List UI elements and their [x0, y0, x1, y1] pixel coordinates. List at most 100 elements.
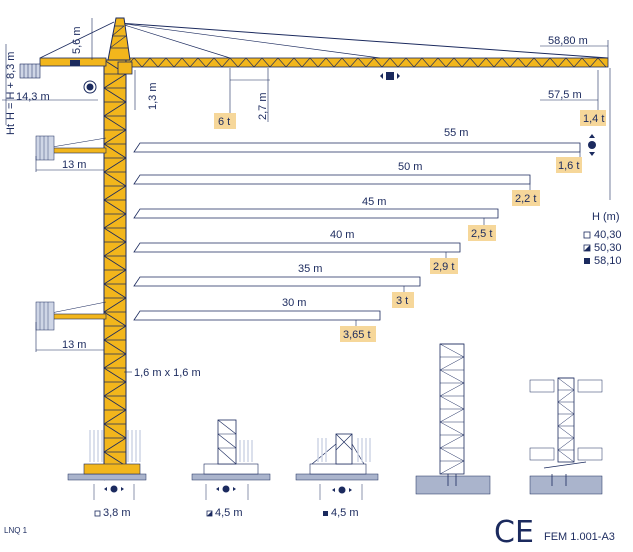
hook-height-prefix: Ht [5, 124, 17, 135]
lattice-member [245, 57, 255, 68]
lattice-member [181, 57, 191, 68]
jib-55-load: 1,6 t [558, 160, 579, 172]
lattice-member [205, 57, 215, 68]
jib-variant-30 [133, 310, 381, 328]
lattice-member [439, 434, 465, 449]
jib-variant-55 [133, 142, 581, 160]
lattice-member [445, 57, 455, 68]
lattice-member [229, 57, 239, 68]
lattice-member [397, 57, 407, 68]
tip-radius-label: 57,5 m [548, 89, 582, 101]
lattice-member [103, 129, 127, 145]
jib-50-length: 50 m [398, 161, 422, 173]
base-dim-3 [319, 484, 363, 516]
lattice-member [557, 401, 575, 415]
lattice-member [103, 157, 127, 173]
jib-50-load: 2,2 t [515, 193, 536, 205]
base-dim-2 [205, 484, 249, 517]
lattice-member [237, 57, 247, 68]
lattice-member [103, 283, 127, 299]
jib-40-length: 40 m [330, 229, 354, 241]
lattice-member [103, 353, 127, 369]
lattice-member [439, 460, 465, 475]
lattice-member [373, 57, 383, 68]
lattice-member [301, 57, 311, 68]
lattice-member [103, 115, 127, 131]
tower-head [107, 17, 133, 75]
lattice-member [103, 101, 127, 117]
lattice-member [477, 57, 487, 68]
lattice-member [165, 57, 175, 68]
lattice-member [405, 57, 415, 68]
lattice-member [103, 269, 127, 285]
counter-jib-variant-1-length: 13 m [62, 159, 86, 171]
lattice-member [189, 57, 199, 68]
lattice-member [157, 57, 167, 68]
lattice-member [381, 57, 391, 68]
mast-section-label: 1,6 m x 1,6 m [134, 367, 201, 379]
counterweight-top [19, 63, 41, 79]
lattice-member [213, 57, 223, 68]
trolley-marker [380, 72, 400, 80]
jib-45-length: 45 m [362, 196, 386, 208]
lattice-member [253, 57, 263, 68]
lattice-member [285, 57, 295, 68]
lattice-member [541, 57, 551, 68]
lattice-member [309, 57, 319, 68]
base-3-width: 4,5 m [331, 507, 359, 519]
lattice-member [421, 57, 431, 68]
dimension-lines [2, 18, 611, 373]
lattice-member [141, 57, 151, 68]
base-main [67, 430, 147, 481]
labels: 58,80 m 5,6 m H = H + 8,3 m Ht 14,3 m 1,… [4, 26, 622, 550]
trolley-offset-label: 1,3 m [147, 82, 159, 110]
lattice-member [149, 57, 159, 68]
fem-standard: FEM 1.001-A3 [544, 531, 615, 543]
lattice-member [103, 339, 127, 355]
lattice-member [589, 57, 599, 68]
lattice-member [317, 57, 327, 68]
lattice-member [557, 449, 575, 463]
lattice-member [103, 241, 127, 257]
lattice-member [103, 171, 127, 187]
jib-variant-40 [133, 242, 461, 262]
load-badges [214, 110, 606, 342]
lattice-member [333, 57, 343, 68]
lattice-member [103, 325, 127, 341]
height-legend-symbols [583, 231, 591, 264]
jib-variant-35 [133, 276, 421, 294]
base-2-width: 4,5 m [215, 507, 243, 519]
lattice-member [103, 143, 127, 159]
jib-30-load: 3,65 t [343, 329, 371, 341]
lattice-member [103, 311, 127, 327]
jib-55-length: 55 m [444, 127, 468, 139]
lattice-member [261, 57, 271, 68]
base-variant-3 [295, 433, 379, 481]
jib-length-label: 58,80 m [548, 35, 588, 47]
head-height-label: 5,6 m [71, 26, 83, 54]
lattice-member [461, 57, 471, 68]
jib-35-length: 35 m [298, 263, 322, 275]
lattice-member [533, 57, 543, 68]
lattice-member [509, 57, 519, 68]
lattice-member [103, 87, 127, 103]
lattice-member [581, 57, 591, 68]
lattice-member [573, 57, 583, 68]
lattice-member [549, 57, 559, 68]
lattice-member [103, 297, 127, 313]
lattice-member [103, 423, 127, 439]
jib-45-load: 2,5 t [471, 228, 492, 240]
tip-hook-marker [588, 134, 596, 156]
jib-35-load: 3 t [396, 295, 408, 307]
lattice-member [221, 57, 231, 68]
lattice-member [325, 57, 335, 68]
hook-height-label: H = H + 8,3 m [5, 52, 17, 120]
jib-30-length: 30 m [282, 297, 306, 309]
lattice-member [365, 57, 375, 68]
lattice-member [439, 382, 465, 397]
lattice-member [103, 199, 127, 215]
lattice-member [269, 57, 279, 68]
base-variant-5 [529, 377, 603, 495]
lattice-member [565, 57, 575, 68]
